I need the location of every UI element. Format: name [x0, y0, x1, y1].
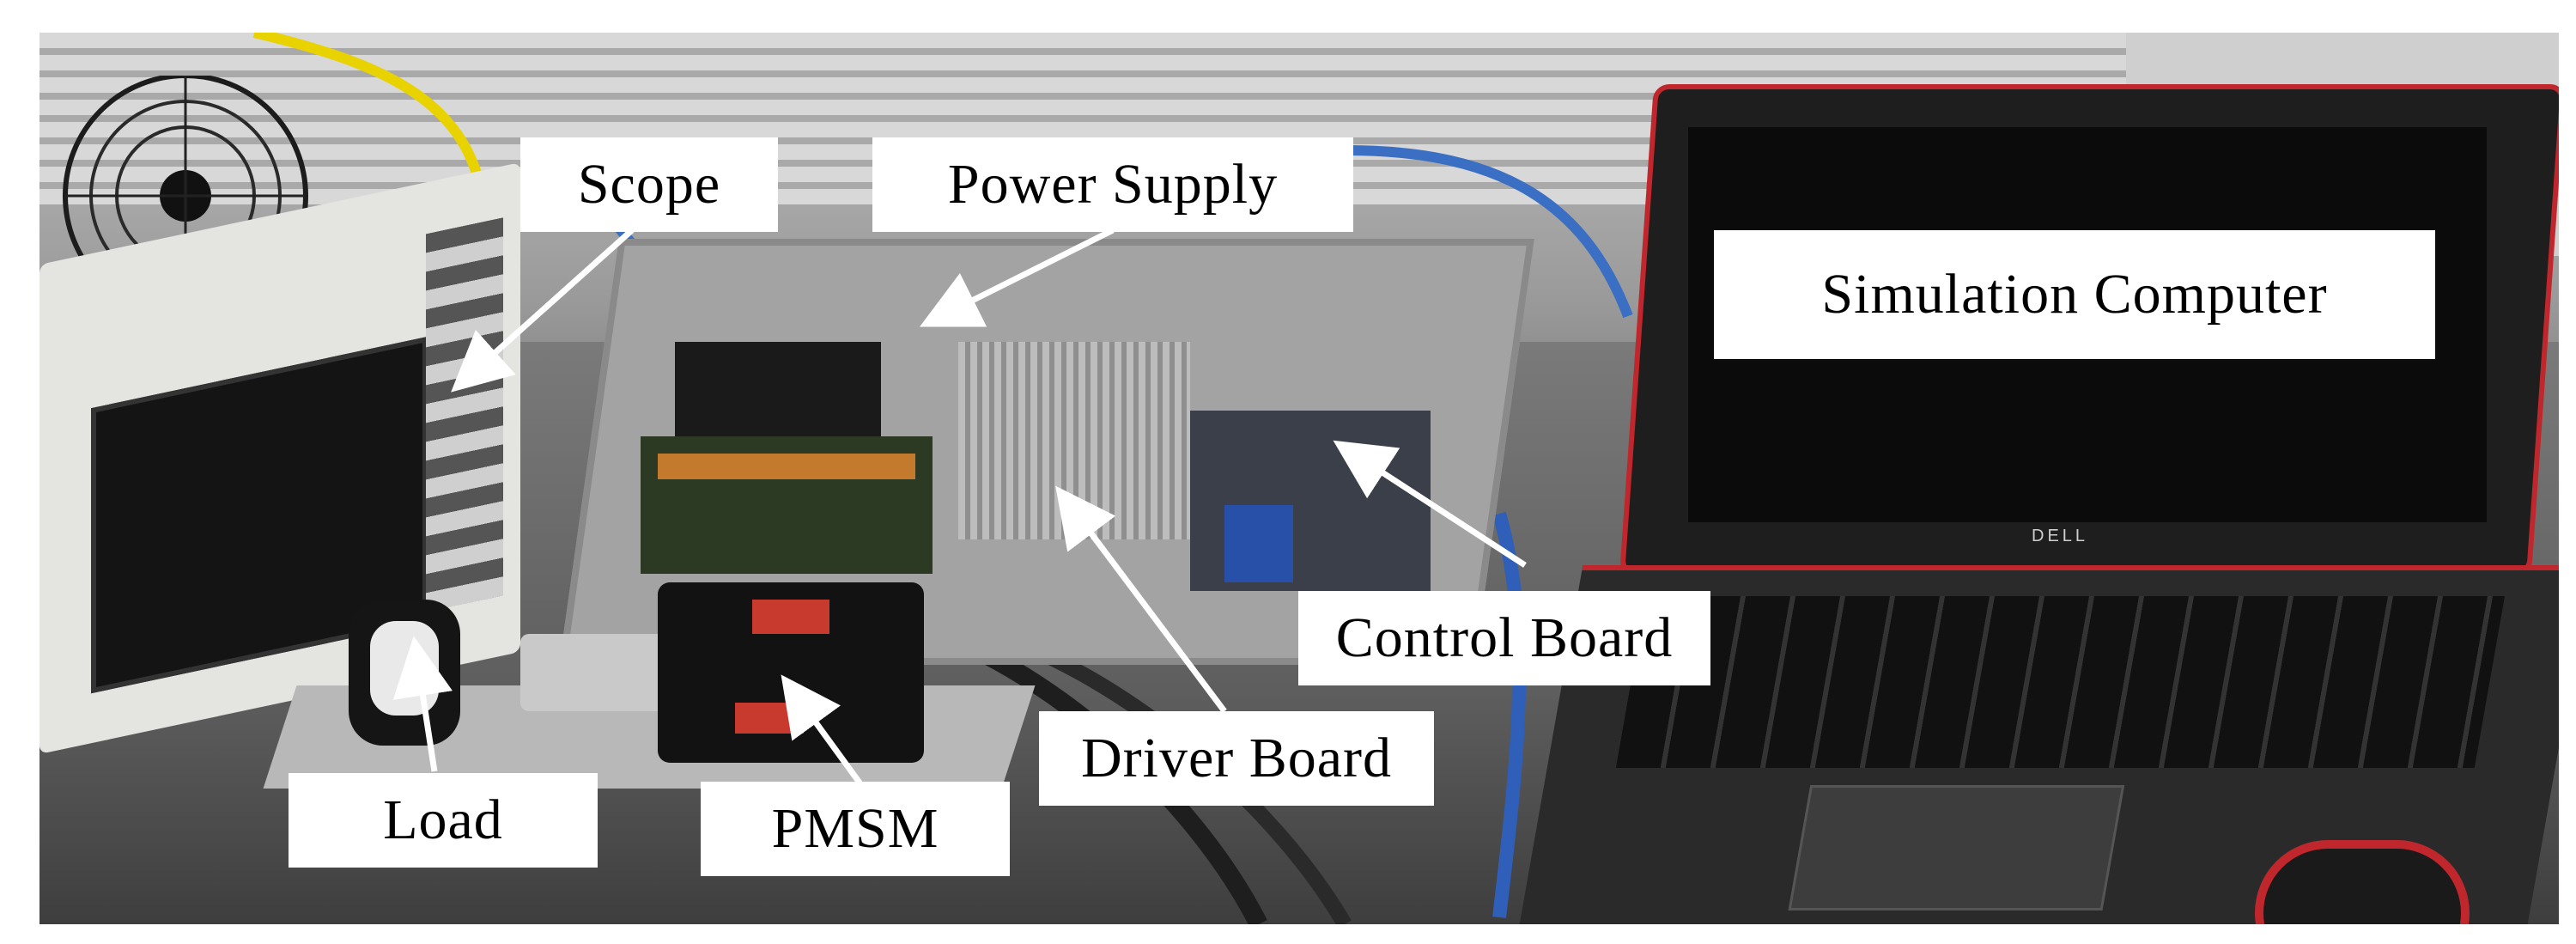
load-unit — [349, 600, 460, 746]
label-scope: Scope — [520, 137, 778, 232]
connector-box — [675, 342, 881, 454]
control-board — [1190, 411, 1431, 591]
laptop-logo: DELL — [2032, 527, 2089, 545]
label-load: Load — [289, 773, 598, 868]
lab-photo: DELL Scope Power Supply Simulation Compu… — [39, 33, 2559, 924]
pmsm-motor — [658, 582, 924, 763]
laptop: DELL — [1518, 84, 2559, 924]
keyboard — [1615, 596, 2506, 768]
driver-board — [641, 436, 933, 574]
mouse-icon — [2255, 840, 2470, 924]
label-power-supply: Power Supply — [872, 137, 1353, 232]
touchpad — [1788, 785, 2125, 911]
power-supply-unit — [958, 342, 1190, 539]
label-pmsm: PMSM — [701, 782, 1010, 876]
label-driver-board: Driver Board — [1039, 711, 1434, 806]
label-control-board: Control Board — [1298, 591, 1710, 685]
coupling — [520, 634, 666, 711]
serial-connector — [1224, 505, 1293, 582]
label-simulation-computer: Simulation Computer — [1714, 230, 2435, 359]
oscilloscope-knobs — [426, 217, 503, 612]
